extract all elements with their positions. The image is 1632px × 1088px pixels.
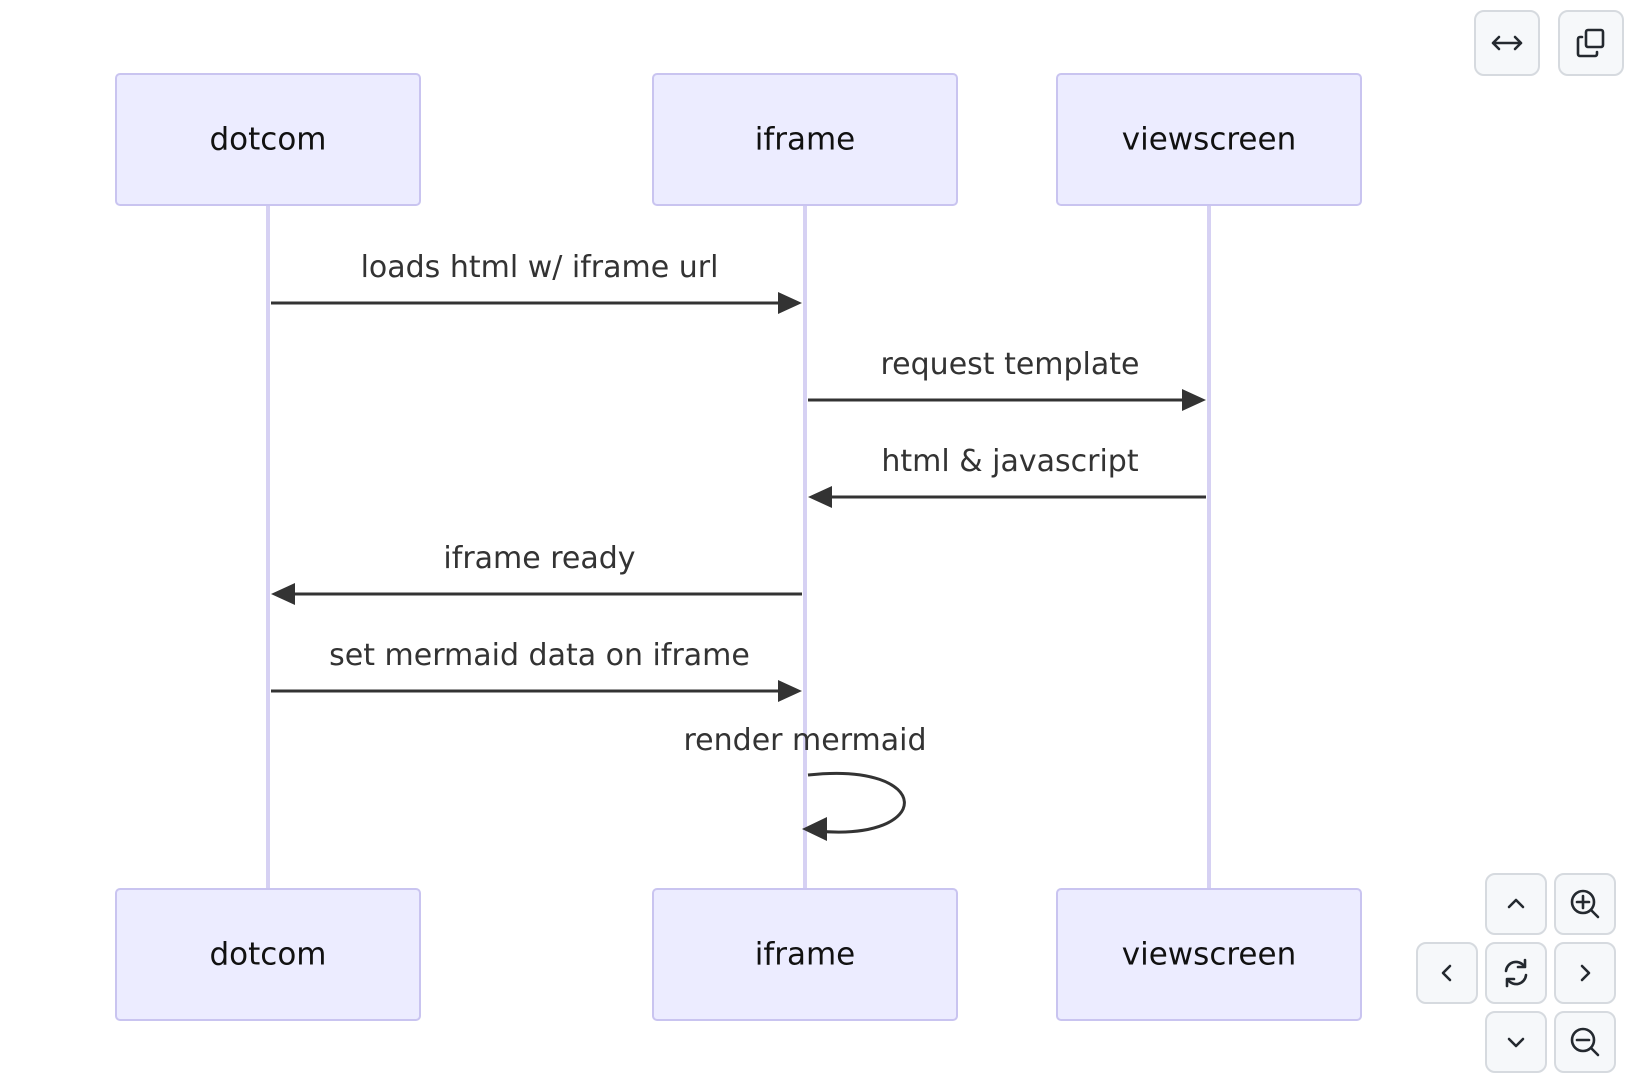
arrowhead (802, 817, 827, 841)
message-label: html & javascript (881, 444, 1138, 479)
chevron-left-icon (1434, 960, 1460, 986)
reset-view-button[interactable] (1485, 942, 1547, 1004)
arrowhead (808, 486, 832, 508)
pan-left-button[interactable] (1416, 942, 1478, 1004)
message-label: set mermaid data on iframe (329, 638, 750, 673)
zoom-out-icon (1568, 1025, 1602, 1059)
actor-dotcom-bottom: dotcom (115, 888, 421, 1021)
actor-label: viewscreen (1122, 937, 1296, 973)
actor-viewscreen-top: viewscreen (1056, 73, 1362, 206)
message-label: iframe ready (443, 541, 635, 576)
message-6: render mermaid (684, 723, 927, 841)
actor-label: iframe (755, 122, 856, 158)
message-label: render mermaid (684, 723, 927, 758)
zoom-in-button[interactable] (1554, 873, 1616, 935)
message-label: request template (881, 347, 1140, 382)
zoom-out-button[interactable] (1554, 1011, 1616, 1073)
pan-right-button[interactable] (1554, 942, 1616, 1004)
message-3: html & javascript (808, 444, 1206, 508)
message-1: loads html w/ iframe url (271, 250, 802, 314)
fullscreen-button[interactable] (1474, 10, 1540, 76)
arrowhead (271, 583, 295, 605)
actor-viewscreen-bottom: viewscreen (1056, 888, 1362, 1021)
actor-box (1056, 888, 1362, 1021)
actor-box (1056, 73, 1362, 206)
actor-label: iframe (755, 937, 856, 973)
actor-iframe-bottom: iframe (652, 888, 958, 1021)
message-5: set mermaid data on iframe (271, 638, 802, 702)
actor-label: dotcom (209, 122, 326, 158)
self-loop-arrow (807, 772, 906, 834)
actor-iframe-top: iframe (652, 73, 958, 206)
pan-up-button[interactable] (1485, 873, 1547, 935)
actor-box (652, 888, 958, 1021)
arrowhead (778, 680, 802, 702)
chevron-up-icon (1503, 891, 1529, 917)
actor-dotcom-top: dotcom (115, 73, 421, 206)
arrowhead (1182, 389, 1206, 411)
zoom-in-icon (1568, 887, 1602, 921)
chevron-down-icon (1503, 1029, 1529, 1055)
actor-box (652, 73, 958, 206)
message-label: loads html w/ iframe url (361, 250, 719, 285)
actor-box (115, 73, 421, 206)
message-2: request template (808, 347, 1206, 411)
actor-box (115, 888, 421, 1021)
pan-down-button[interactable] (1485, 1011, 1547, 1073)
copy-icon (1574, 26, 1608, 60)
actor-label: viewscreen (1122, 122, 1296, 158)
arrowhead (778, 292, 802, 314)
reset-icon (1500, 957, 1532, 989)
message-4: iframe ready (271, 541, 802, 605)
chevron-right-icon (1572, 960, 1598, 986)
actor-label: dotcom (209, 937, 326, 973)
arrows-horizontal-icon (1489, 31, 1525, 55)
copy-button[interactable] (1558, 10, 1624, 76)
